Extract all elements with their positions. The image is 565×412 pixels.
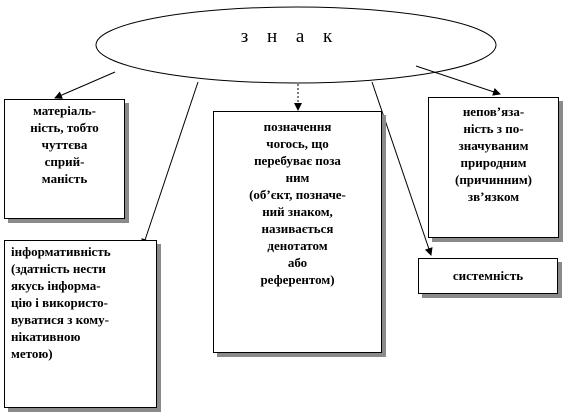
node-text-line: матеріаль-: [32, 103, 97, 118]
node-text-line: якусь інформа-: [11, 278, 101, 293]
arrow-to-independence: [415, 65, 501, 96]
node-text-line: непов’яза-: [462, 104, 525, 119]
arrow-to-informativeness: [141, 81, 199, 247]
node-text-line: сприй-: [44, 154, 85, 169]
node-text-line: системність: [452, 268, 524, 283]
node-text-line: ним: [285, 170, 310, 185]
node-informativeness: інформативність (здатність нести якусь і…: [4, 240, 157, 408]
node-text-line: цію і використо-: [11, 295, 109, 310]
node-text-line: ність з по-: [463, 121, 524, 136]
node-text-line: ний знаком,: [262, 204, 333, 219]
node-text-line: значуваним: [458, 138, 529, 153]
node-text-line: називається: [261, 221, 334, 236]
node-systemicity: системність: [418, 258, 558, 294]
node-text-line: інформативність: [11, 244, 111, 259]
node-materiality: матеріаль- ність, тобто чуттєва сприй- м…: [4, 99, 125, 219]
node-denotation: позначення чогось, що перебуває поза ним…: [213, 111, 382, 353]
node-text-line: (здатність нести: [11, 261, 106, 276]
node-text-line: позначення: [263, 119, 332, 134]
node-text-line: референтом): [260, 272, 335, 287]
node-text-line: чогось, що: [266, 136, 329, 151]
node-text-line: ність, тобто: [30, 120, 99, 135]
node-text-line: або: [287, 255, 308, 270]
node-text-line: денотатом: [267, 238, 328, 253]
sign-ellipse: [95, 6, 497, 84]
node-text-line: чуттєва: [41, 137, 88, 152]
node-text-line: природним: [460, 155, 527, 170]
node-text-line: (причинним): [454, 172, 533, 187]
node-text-line: маність: [41, 171, 88, 186]
node-text-line: зв’язком: [467, 189, 520, 204]
node-text-line: метою): [11, 346, 53, 361]
node-text-line: вуватися з кому-: [11, 312, 109, 327]
node-text-line: (об’єкт, позначе-: [249, 187, 346, 202]
node-text-line: перебуває поза: [254, 153, 341, 168]
node-text-line: нікативною: [11, 329, 81, 344]
sign-title: з н а к: [240, 26, 340, 47]
arrow-to-systemicity: [371, 81, 433, 256]
arrow-to-materiality: [54, 71, 116, 99]
node-independence: непов’яза- ність з по- значуваним природ…: [428, 97, 559, 238]
